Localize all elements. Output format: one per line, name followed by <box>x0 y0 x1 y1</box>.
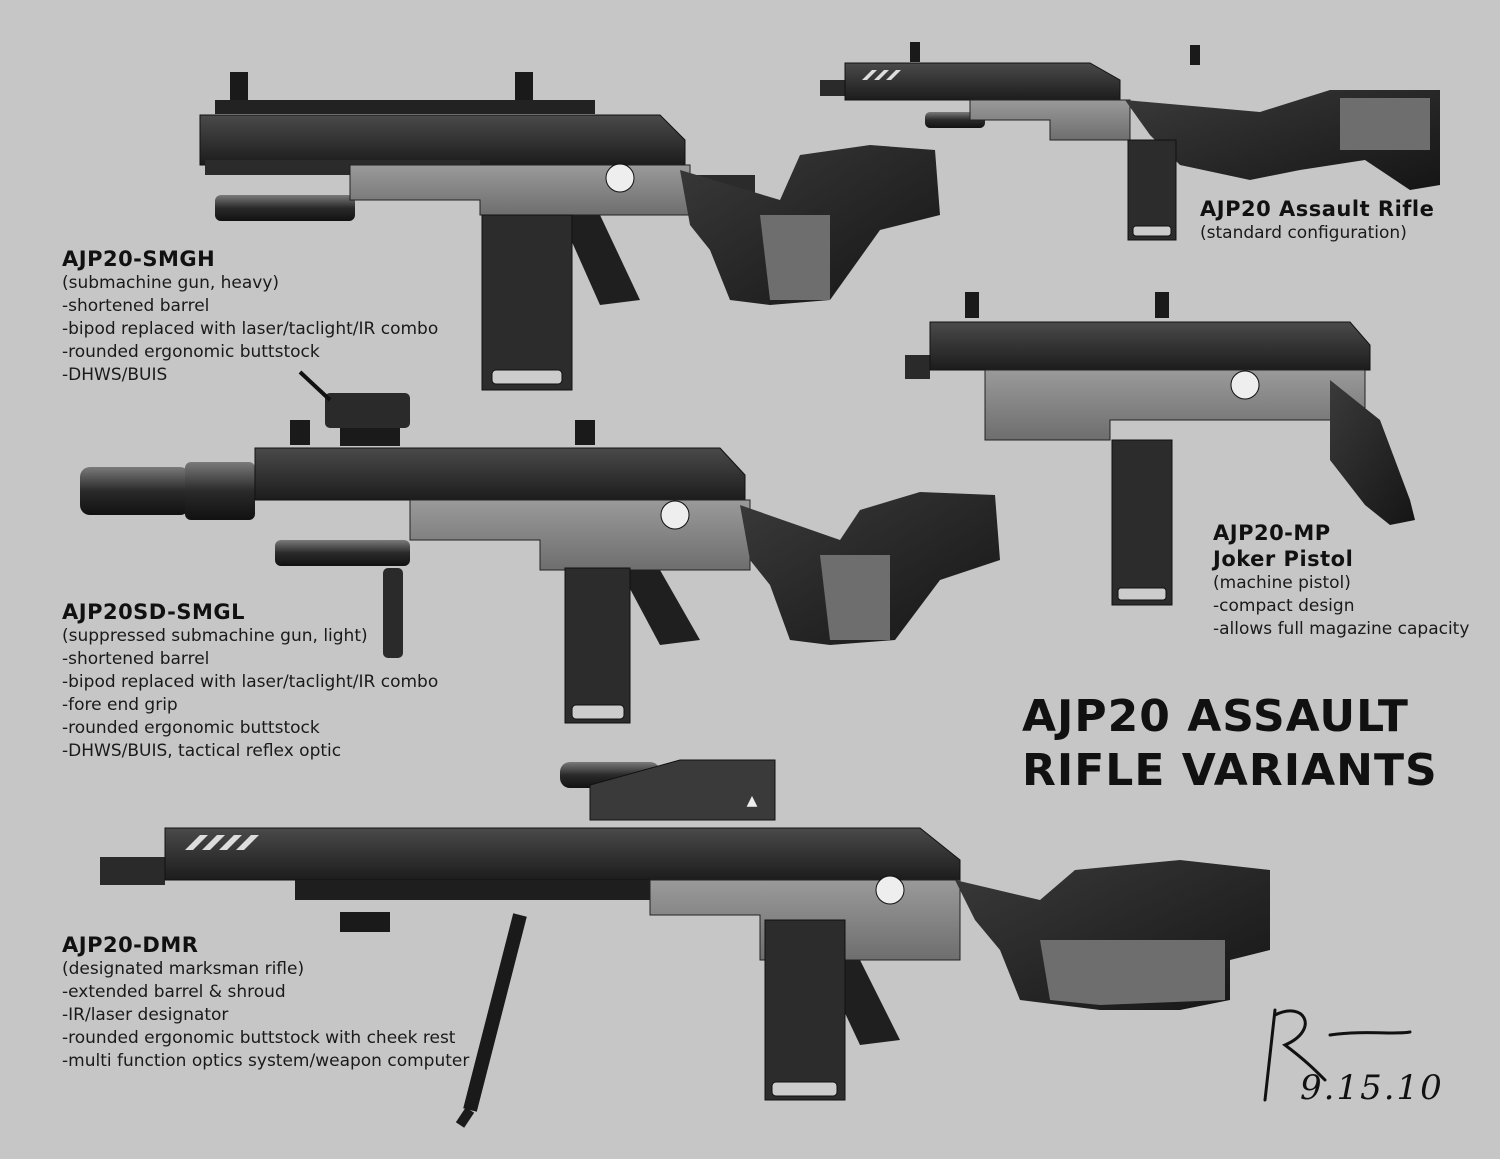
smgh-drawing <box>199 72 940 391</box>
variant-name: Joker Pistol <box>1213 547 1354 571</box>
variant-label-dmr: AJP20-DMR (designated marksman rifle) -e… <box>62 932 469 1073</box>
variant-label-smgl: AJP20SD-SMGL (suppressed submachine gun,… <box>62 599 438 763</box>
machine-pistol-drawing <box>905 292 1415 606</box>
svg-text:▲: ▲ <box>747 793 758 809</box>
assault-rifle-drawing <box>820 42 1440 241</box>
variant-line: -rounded ergonomic buttstock with cheek … <box>62 1028 456 1048</box>
variant-line: (suppressed submachine gun, light) <box>62 626 368 646</box>
variant-label-smgh: AJP20-SMGH (submachine gun, heavy) -shor… <box>62 246 438 387</box>
variant-name: AJP20-SMGH <box>62 247 216 271</box>
variant-line: (submachine gun, heavy) <box>62 273 280 293</box>
variant-line: -compact design <box>1213 596 1355 616</box>
variant-line: -rounded ergonomic buttstock <box>62 342 320 362</box>
variant-name: AJP20-MP <box>1213 521 1331 545</box>
variant-name: AJP20 Assault Rifle <box>1200 197 1435 221</box>
variant-line: -DHWS/BUIS <box>62 365 168 385</box>
smgl-drawing <box>80 370 1000 724</box>
variant-line: -multi function optics system/weapon com… <box>62 1051 470 1071</box>
variant-name: AJP20SD-SMGL <box>62 600 245 624</box>
variant-label-machine-pistol: AJP20-MP Joker Pistol (machine pistol) -… <box>1213 520 1469 641</box>
signature <box>1263 1008 1412 1102</box>
variant-line: -rounded ergonomic buttstock <box>62 718 320 738</box>
variant-line: (standard configuration) <box>1200 223 1407 243</box>
variant-line: -bipod replaced with laser/taclight/IR c… <box>62 319 439 339</box>
variant-line: -bipod replaced with laser/taclight/IR c… <box>62 672 439 692</box>
variant-line: (designated marksman rifle) <box>62 959 305 979</box>
sheet-title-line: AJP20 ASSAULT <box>1022 691 1409 742</box>
variant-line: -shortened barrel <box>62 296 210 316</box>
variant-line: -extended barrel & shroud <box>62 982 286 1002</box>
sheet-title: AJP20 ASSAULT RIFLE VARIANTS <box>1022 690 1438 798</box>
variant-line: -allows full magazine capacity <box>1213 619 1470 639</box>
variant-line: -fore end grip <box>62 695 178 715</box>
variant-line: -shortened barrel <box>62 649 210 669</box>
sheet-title-line: RIFLE VARIANTS <box>1022 745 1438 796</box>
variant-line: -IR/laser designator <box>62 1005 229 1025</box>
variant-label-assault-rifle: AJP20 Assault Rifle (standard configurat… <box>1200 196 1434 245</box>
variant-line: -DHWS/BUIS, tactical reflex optic <box>62 741 342 761</box>
variant-line: (machine pistol) <box>1213 573 1351 593</box>
dmr-drawing: ▲ <box>100 759 1270 1128</box>
variant-name: AJP20-DMR <box>62 933 199 957</box>
signature-date: 9.15.10 <box>1300 1068 1444 1108</box>
